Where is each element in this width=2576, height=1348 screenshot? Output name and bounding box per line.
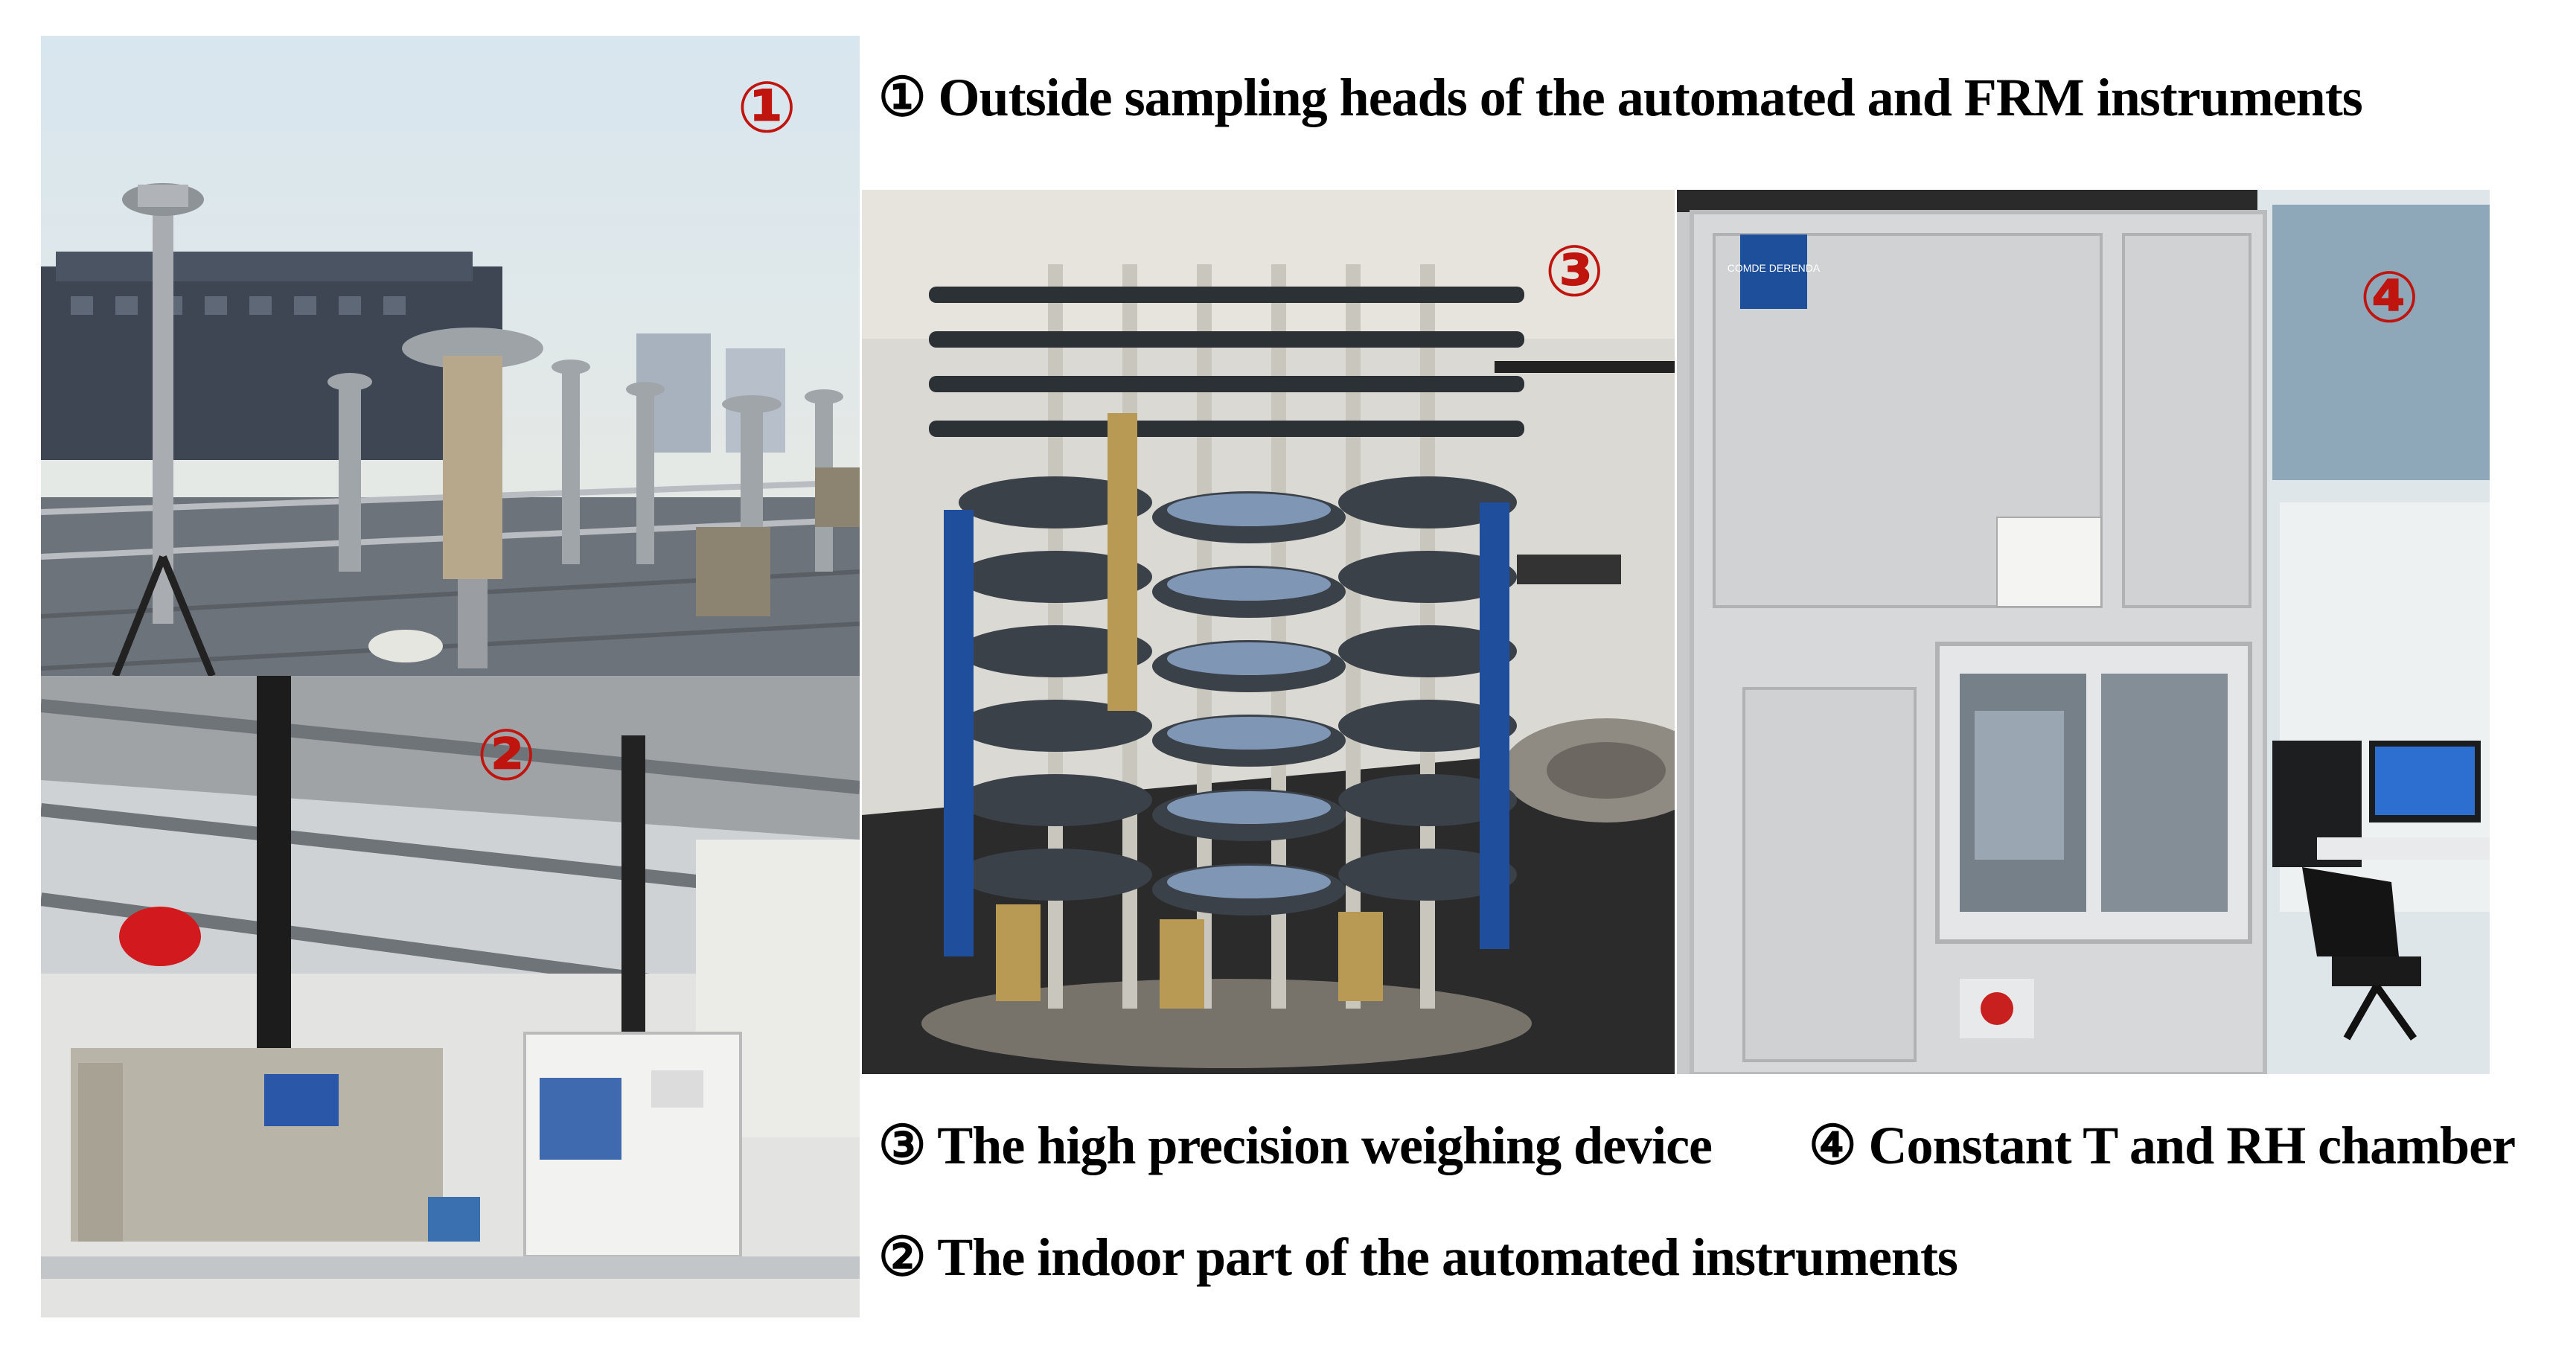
photo-rooftop-sampling-heads xyxy=(41,36,860,676)
photo-climate-chamber: COMDE DERENDA xyxy=(1677,190,2490,1074)
chamber-logo-text: COMDE DERENDA xyxy=(1728,262,1821,274)
marker-2: ② xyxy=(476,715,537,796)
caption-weighing-device: ③ The high precision weighing device xyxy=(878,1116,1713,1175)
marker-1: ① xyxy=(737,67,797,149)
photo-weighing-device xyxy=(862,190,1675,1074)
marker-3: ③ xyxy=(1544,231,1605,313)
photo-indoor-instruments xyxy=(41,676,860,1317)
caption-indoor-instruments: ② The indoor part of the automated instr… xyxy=(878,1227,1958,1287)
marker-4: ④ xyxy=(2359,257,2420,339)
caption-climate-chamber: ④ Constant T and RH chamber xyxy=(1809,1116,2516,1175)
caption-outside-sampling-heads: ① Outside sampling heads of the automate… xyxy=(878,68,2363,127)
